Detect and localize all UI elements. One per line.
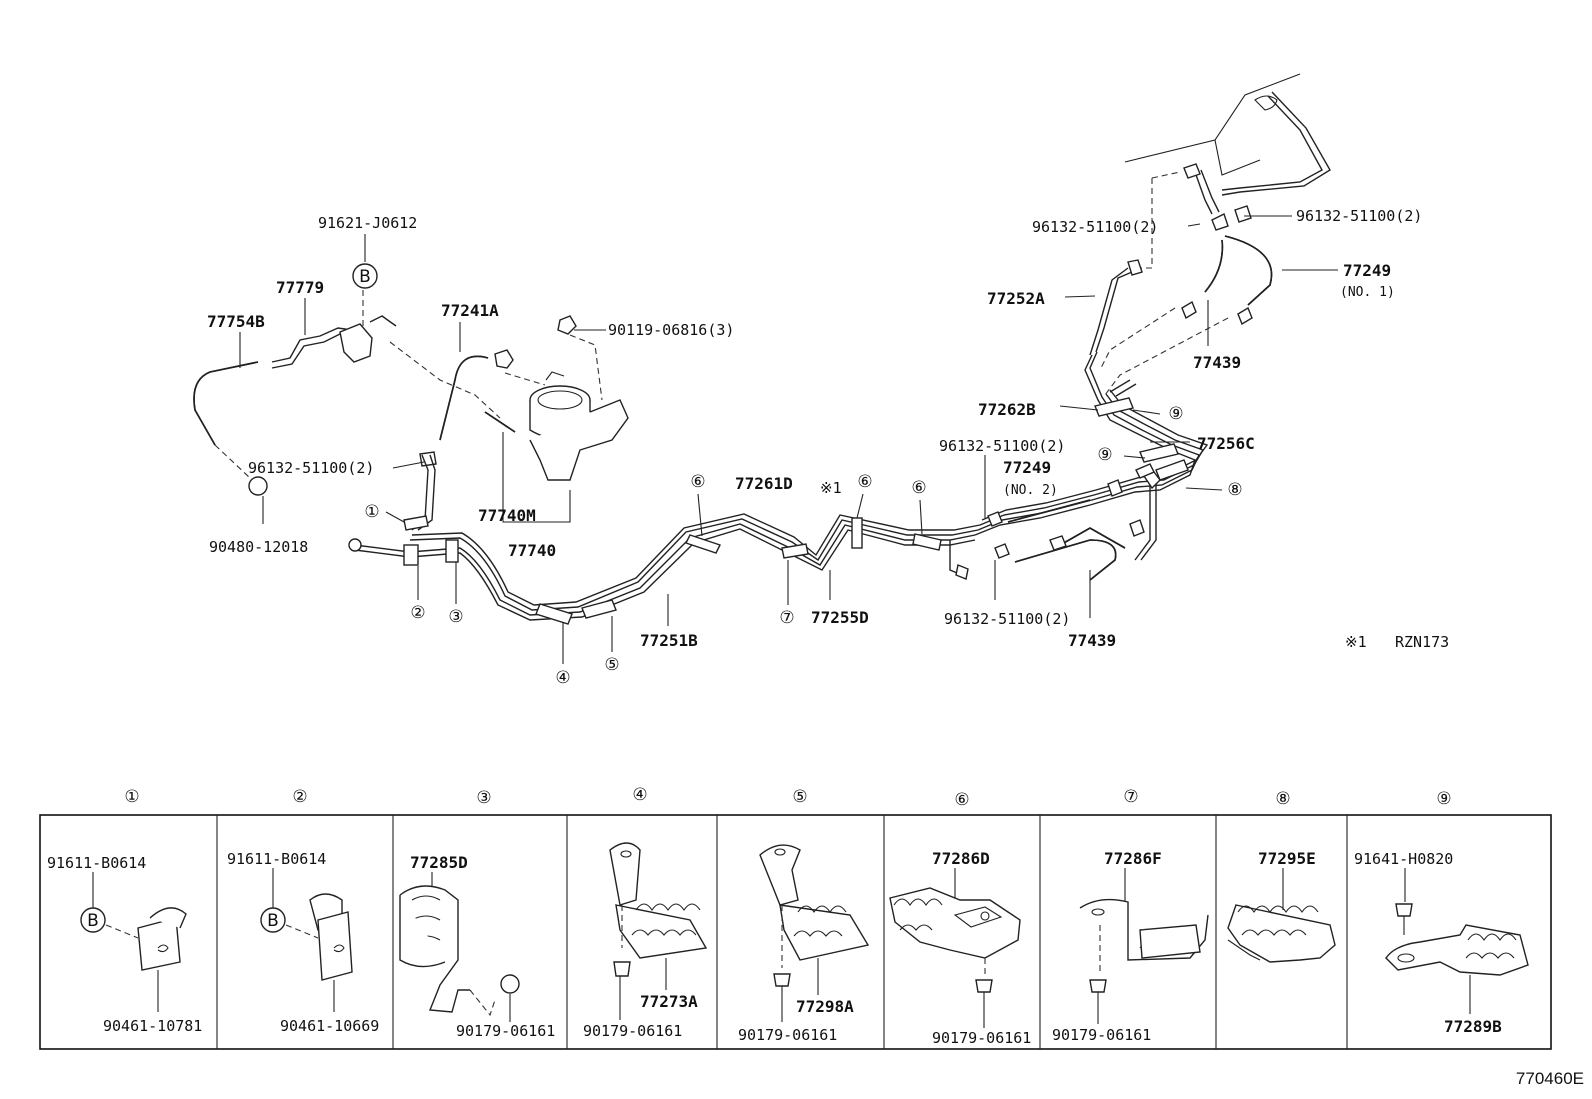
label-96132-51100-a: 96132-51100(2)	[248, 459, 374, 477]
clamp-ref-5: ⑤	[604, 655, 619, 675]
label-77249-no2: 77249	[1003, 458, 1051, 477]
panel-4-part-clamp: 77273A	[640, 992, 698, 1011]
fuel-tank-outline	[1124, 73, 1331, 215]
panel-1-letter-b: B	[87, 911, 99, 931]
label-star1: ※1	[820, 479, 842, 497]
leader-lines	[239, 215, 1338, 664]
label-77251b: 77251B	[640, 631, 698, 650]
label-77439-upper: 77439	[1193, 353, 1241, 372]
panel-3-clamp: 77285D 90179-06161	[399, 853, 555, 1040]
panel-9-part-bolt: 91641-H0820	[1354, 850, 1453, 868]
label-77740: 77740	[508, 541, 556, 560]
label-77256c: 77256C	[1197, 434, 1255, 453]
clamp-ref-3: ③	[448, 607, 463, 627]
callout-labels: 91621-J0612 77779 77754B 77241A 90119-06…	[207, 207, 1449, 651]
panel-1-part-clamp: 90461-10781	[103, 1017, 202, 1035]
label-77754b: 77754B	[207, 312, 265, 331]
panel-1-part-bolt: 91611-B0614	[47, 854, 146, 872]
clamp-ref-6b: ⑥	[857, 472, 872, 492]
panel-5-clamp: 90179-06161 77298A	[738, 844, 870, 1044]
panel-2-letter-b: B	[267, 911, 279, 931]
clamp-ref-7: ⑦	[779, 608, 794, 628]
panel-2-part-clamp: 90461-10669	[280, 1017, 379, 1035]
clamp-ref-markers: ① ② ③ ④ ⑤ ⑥ ⑦ ⑥ ⑥ ⑨ ⑨ ⑧	[364, 404, 1242, 688]
clamp-ref-9b: ⑨	[1097, 445, 1112, 465]
label-note-mark: ※1	[1345, 633, 1367, 651]
label-96132-51100-b: 96132-51100(2)	[939, 437, 1065, 455]
panel-9-clamp: 91641-H0820 77289B	[1354, 850, 1529, 1036]
label-90119-06816: 90119-06816(3)	[608, 321, 734, 339]
label-77261d: 77261D	[735, 474, 793, 493]
panel-3-header: ③	[476, 788, 491, 808]
right-hoses	[987, 205, 1273, 581]
charcoal-canister	[529, 315, 629, 481]
panel-5-part-clamp: 77298A	[796, 997, 854, 1016]
ref-letter-b-upper: B	[352, 263, 378, 289]
clamp-ref-6a: ⑥	[690, 472, 705, 492]
panel-6-clamp: 77286D 90179-06161	[889, 849, 1031, 1047]
panel-8-part-clamp: 77295E	[1258, 849, 1316, 868]
label-77249-no2-sub: (NO. 2)	[1003, 483, 1058, 498]
label-77779: 77779	[276, 278, 324, 297]
clamp-ref-6c: ⑥	[911, 478, 926, 498]
svg-text:B: B	[359, 267, 371, 287]
assembly-lines	[214, 171, 1229, 479]
label-77249-no1-sub: (NO. 1)	[1340, 285, 1395, 300]
panel-6-part-clamp: 77286D	[932, 849, 990, 868]
label-96132-51100-c: 96132-51100(2)	[944, 610, 1070, 628]
label-96132-51100-e: 96132-51100(2)	[1296, 207, 1422, 225]
panel-7-clamp: 77286F 90179-06161	[1052, 849, 1209, 1044]
panel-8-header: ⑧	[1275, 789, 1290, 809]
panel-4-header: ④	[632, 785, 647, 805]
detail-panel-frame	[39, 814, 1552, 1050]
label-91621-j0612: 91621-J0612	[318, 214, 417, 232]
panel-7-header: ⑦	[1123, 787, 1138, 807]
label-77252a: 77252A	[987, 289, 1045, 308]
label-77255d: 77255D	[811, 608, 869, 627]
diagram-code: 770460E	[1515, 1069, 1584, 1088]
label-90480-12018: 90480-12018	[209, 538, 308, 556]
panel-1-clamp: 91611-B0614 B 90461-10781	[47, 854, 202, 1035]
detail-panel-headers: ① ② ③ ④ ⑤ ⑥ ⑦ ⑧ ⑨	[124, 785, 1451, 810]
label-96132-51100-d: 96132-51100(2)	[1032, 218, 1158, 236]
panel-2-header: ②	[292, 787, 307, 807]
panel-2-clamp: 91611-B0614 B 90461-10669	[227, 850, 379, 1035]
panel-5-header: ⑤	[792, 787, 807, 807]
bundle-clamps	[403, 397, 1189, 625]
main-pipe-bundle	[348, 259, 1209, 621]
clamp-ref-4: ④	[555, 668, 570, 688]
panel-4-clamp: 90179-06161 77273A	[583, 842, 708, 1040]
panel-9-header: ⑨	[1436, 789, 1451, 809]
panel-1-header: ①	[124, 787, 139, 807]
panel-3-part-clamp: 77285D	[410, 853, 468, 872]
clamp-ref-1: ①	[364, 502, 379, 522]
clamp-ref-2: ②	[410, 603, 425, 623]
label-77241a: 77241A	[441, 301, 499, 320]
panel-3-part-bolt: 90179-06161	[456, 1022, 555, 1040]
panel-6-header: ⑥	[954, 790, 969, 810]
panel-2-part-bolt: 91611-B0614	[227, 850, 326, 868]
panel-6-part-bolt: 90179-06161	[932, 1029, 1031, 1047]
label-77249-no1: 77249	[1343, 261, 1391, 280]
panel-8-clamp: 77295E	[1227, 849, 1336, 963]
clamp-ref-9a: ⑨	[1168, 404, 1183, 424]
label-note-text: RZN173	[1395, 633, 1449, 651]
panel-5-part-bolt: 90179-06161	[738, 1026, 837, 1044]
panel-9-part-clamp: 77289B	[1444, 1017, 1502, 1036]
panel-4-part-bolt: 90179-06161	[583, 1022, 682, 1040]
label-77262b: 77262B	[978, 400, 1036, 419]
panel-7-part-clamp: 77286F	[1104, 849, 1162, 868]
label-77439-lower: 77439	[1068, 631, 1116, 650]
panel-7-part-bolt: 90179-06161	[1052, 1026, 1151, 1044]
label-77740m: 77740M	[478, 506, 536, 525]
clamp-ref-8: ⑧	[1227, 480, 1242, 500]
